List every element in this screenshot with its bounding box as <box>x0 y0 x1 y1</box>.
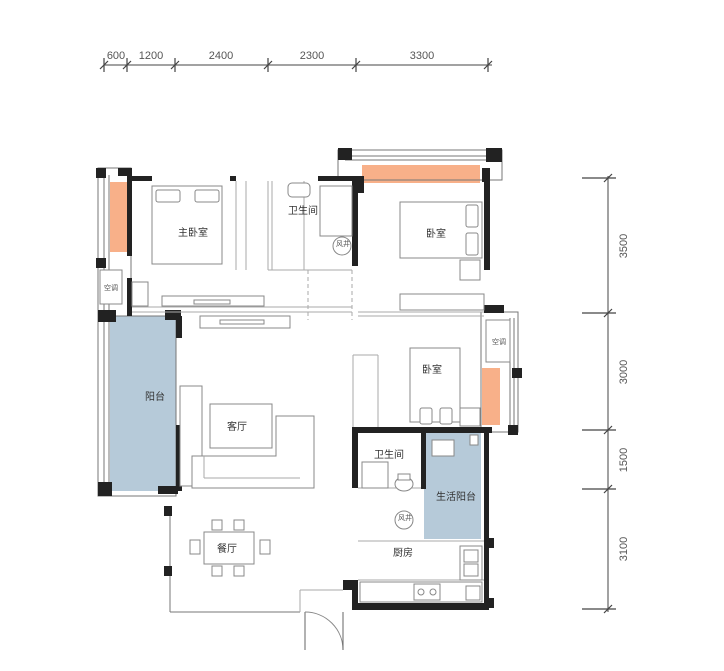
shaft-label-1: 风井 <box>336 239 350 248</box>
dim-top-2: 1200 <box>139 50 163 62</box>
dim-right-1: 3500 <box>618 234 630 258</box>
ac-label-1: 空调 <box>104 283 118 292</box>
dim-top-1: 600 <box>107 50 125 62</box>
dim-top-5: 3300 <box>410 50 434 62</box>
room-labels: 主卧室 卫生间 卧室 卧室 阳台 客厅 卫生间 生活阳台 餐厅 厨房 <box>145 204 476 559</box>
living-room-furniture <box>179 385 315 489</box>
room-label-bathroom-1: 卫生间 <box>288 204 318 217</box>
dim-top-3: 2400 <box>209 50 233 62</box>
ac-label-3: 空调 <box>492 337 506 346</box>
room-label-bathroom-2: 卫生间 <box>374 448 404 461</box>
entry-door <box>304 611 344 651</box>
room-label-master-bedroom: 主卧室 <box>178 226 208 239</box>
room-label-bedroom-1: 卧室 <box>426 227 446 240</box>
ac-unit-left: 空调 <box>99 269 123 305</box>
dining-furniture <box>189 519 271 577</box>
interior-partitions <box>132 181 484 612</box>
master-bay-window <box>110 182 131 252</box>
bathroom2-fixtures: 风井 <box>361 461 414 530</box>
dim-top-4: 2300 <box>300 50 324 62</box>
utility-balcony-fixtures <box>431 434 479 457</box>
bedroom-bay-window <box>362 165 480 183</box>
room-label-utility-balcony: 生活阳台 <box>436 490 476 503</box>
room-label-balcony: 阳台 <box>145 390 165 403</box>
room-label-kitchen: 厨房 <box>393 546 413 559</box>
bedroom1-furniture <box>399 201 485 311</box>
bedroom2-furniture: 空调 <box>409 319 511 427</box>
walls <box>96 148 522 610</box>
balcony-fill <box>110 316 176 491</box>
dim-right-2: 3000 <box>618 360 630 384</box>
shaft-label-2: 风井 <box>398 513 412 522</box>
room-label-dining-room: 餐厅 <box>217 542 237 555</box>
master-bedroom-furniture <box>131 185 291 329</box>
bedroom2-bay-window <box>482 368 500 425</box>
bathroom1-fixtures: 风井 <box>287 182 353 256</box>
dim-right-3: 1500 <box>618 448 630 472</box>
dim-right-4: 3100 <box>618 537 630 561</box>
top-dimension-line: 600 1200 2400 2300 3300 <box>99 50 493 72</box>
room-label-bedroom-2: 卧室 <box>422 363 442 376</box>
right-dimension-line: 3500 3000 1500 3100 <box>582 173 630 614</box>
kitchen-fixtures <box>359 545 483 603</box>
room-label-living-room: 客厅 <box>227 420 247 433</box>
